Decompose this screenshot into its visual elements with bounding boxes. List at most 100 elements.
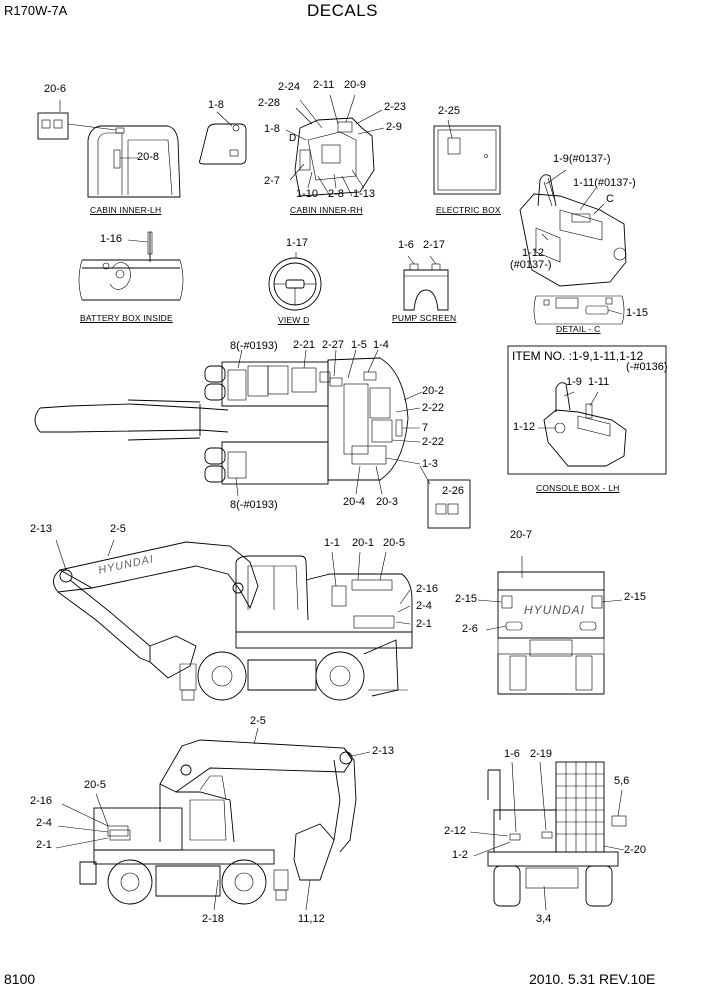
callout-3-4: 3,4 [536,913,552,925]
callout-2-7: 2-7 [264,175,280,187]
callout-2-12: 2-12 [444,825,467,837]
callout-2-9: 2-9 [386,121,402,133]
caption-cabin-inner-lh: CABIN INNER-LH [90,205,162,215]
callout-console-1-12: 1-12 [513,421,536,433]
callout-20-7: 20-7 [510,529,533,541]
cabin-inner-rh-view [285,94,385,197]
callout-1-1: 1-1 [324,537,340,549]
caption-battery-box-inside: BATTERY BOX INSIDE [80,313,173,323]
callout-20-6: 20-6 [44,83,67,95]
callout-1-8: 1-8 [208,99,224,111]
date-revision: 2010. 5.31 REV.10E [529,971,656,987]
callout-1-9-0137: 1-9(#0137-) [553,153,611,165]
callout-1-5: 1-5 [351,339,367,351]
callout-console-1-9: 1-9 [566,376,582,388]
model-label: R170W-7A [4,3,68,18]
page-number: 8100 [4,971,36,987]
callout-20-9: 20-9 [344,79,367,91]
callout-2-16-side: 2-16 [416,583,439,595]
callout-1-10: 1-10 [296,188,319,200]
caption-view-d: VIEW D [278,315,310,325]
joystick-console-view [519,169,627,287]
machine-rear-view [477,556,623,695]
callout-2-21: 2-21 [293,339,316,351]
machine-top-view [34,349,471,529]
callout-7: 7 [422,422,429,434]
console-note-line2: (-#0136) [626,361,668,373]
caption-cabin-inner-rh: CABIN INNER-RH [290,205,363,215]
callout-1-6-front: 1-6 [504,748,520,760]
callout-11-12: 11,12 [298,913,325,925]
callout-1-4: 1-4 [373,339,389,351]
callout-console-1-11: 1-11 [588,376,610,388]
callout-2-22-a: 2-22 [422,402,445,414]
callout-2-11: 2-11 [313,79,335,91]
callout-8-0193-bottom: 8(-#0193) [230,499,278,511]
caption-console-box-lh: CONSOLE BOX - LH [536,483,620,493]
electric-box-view [433,119,501,195]
callout-d: D [289,133,297,144]
callout-2-18: 2-18 [202,913,225,925]
callout-2-22-b: 2-22 [422,436,445,448]
callout-1-12: 1-12 [522,247,545,259]
callout-20-2: 20-2 [422,385,445,397]
callout-1-15: 1-15 [626,307,649,319]
callout-2-4-side: 2-4 [416,600,432,612]
callout-1-11-0137: 1-11(#0137-) [573,177,636,189]
cabin-inner-lh-view [37,100,181,198]
callout-20-8: 20-8 [137,151,160,163]
callout-20-5-side: 20-5 [383,537,406,549]
callout-1-6: 1-6 [398,239,414,251]
callout-1-3: 1-3 [422,458,438,470]
machine-front-view [469,761,627,911]
callout-2-5-bottom: 2-5 [250,715,266,727]
callout-1-13: 1-13 [353,188,376,200]
callout-1-2: 1-2 [452,849,468,861]
callout-20-1: 20-1 [352,537,375,549]
callout-2-4-bottom: 2-4 [36,817,52,829]
window-decal-view [199,111,247,165]
page-title: DECALS [307,1,379,20]
callout-2-6: 2-6 [462,623,478,635]
console-box-lh-view [507,345,667,475]
callout-2-26: 2-26 [442,485,465,497]
callout-1-8-b: 1-8 [264,123,280,135]
callout-2-1-bottom: 2-1 [36,839,52,851]
caption-detail-c: DETAIL - C [556,324,601,334]
callout-2-13-bottom: 2-13 [372,745,395,757]
callout-2-25: 2-25 [438,105,461,117]
callout-c: C [606,193,614,205]
callout-8-0193-top: 8(-#0193) [230,340,278,352]
callout-2-28: 2-28 [258,97,281,109]
callout-20-5-bottom: 20-5 [84,779,107,791]
rear-logo-text: HYUNDAI [524,603,586,617]
console-note-line1: ITEM NO. :1-9,1-11,1-12 [512,349,644,363]
callout-2-16-bottom: 2-16 [30,795,53,807]
callout-2-23: 2-23 [384,101,407,113]
machine-right-side-view [55,727,371,911]
detail-c-view [533,295,625,325]
callout-2-20: 2-20 [624,844,647,856]
callout-2-15-right: 2-15 [624,591,647,603]
callout-2-15-left: 2-15 [455,593,478,605]
callout-1-17: 1-17 [286,237,309,249]
pump-screen-view [403,255,449,311]
callout-2-24: 2-24 [278,81,301,93]
callout-2-27: 2-27 [322,339,345,351]
callout-2-5-side: 2-5 [110,523,126,535]
callout-20-3: 20-3 [376,496,399,508]
callout-2-17: 2-17 [423,239,446,251]
callout-2-1-side: 2-1 [416,618,432,630]
callout-2-13-side: 2-13 [30,523,53,535]
steering-wheel-view [268,252,322,311]
machine-left-side-view [53,539,413,701]
callout-1-16: 1-16 [100,233,123,245]
battery-box-view [78,231,184,301]
callout-2-19: 2-19 [530,748,553,760]
callout-0137: (#0137-) [510,259,552,271]
callout-2-8: 2-8 [328,188,344,200]
caption-pump-screen: PUMP SCREEN [392,313,457,323]
caption-electric-box: ELECTRIC BOX [436,205,501,215]
callout-20-4: 20-4 [343,496,366,508]
